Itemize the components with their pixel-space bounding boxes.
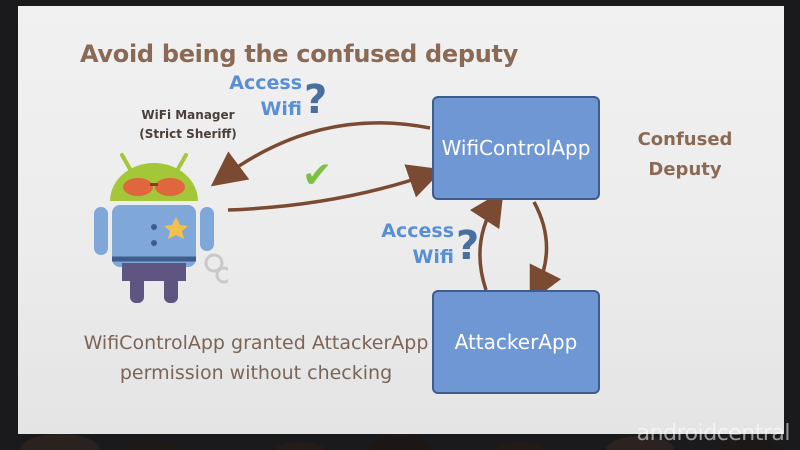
wifi-manager-label: WiFi Manager (Strict Sheriff) <box>118 106 258 144</box>
slide-caption: WifiControlApp granted AttackerApp permi… <box>66 328 446 388</box>
android-sheriff-icon <box>94 153 228 303</box>
access-wifi-top-label: Access Wifi ? <box>222 70 327 122</box>
slide-title: Avoid being the confused deputy <box>80 40 519 68</box>
audience-silhouette <box>20 434 780 450</box>
confused-line2: Deputy <box>648 159 722 180</box>
access-wifi-right-label: Access Wifi ? <box>372 218 479 270</box>
caption-line2: permission without checking <box>119 362 393 384</box>
androidcentral-watermark: androidcentral <box>636 421 791 446</box>
attackerapp-box: AttackerApp <box>432 290 600 394</box>
arrow-granted-to-wificontrol <box>227 164 444 212</box>
presentation-screen: Avoid being the confused deputy WiFi Man… <box>18 6 784 434</box>
arrow-wificontrol-to-attacker <box>529 201 562 303</box>
confused-deputy-label: Confused Deputy <box>630 125 740 185</box>
confused-line1: Confused <box>637 129 733 150</box>
question-mark-icon: ? <box>304 77 328 123</box>
wifi-manager-line2: (Strict Sheriff) <box>139 127 237 141</box>
wifi-manager-line1: WiFi Manager <box>141 108 235 122</box>
arrow-request-to-manager <box>210 121 431 187</box>
flow-arrows <box>210 121 562 303</box>
access-top-line2: Wifi <box>260 98 302 120</box>
access-top-line1: Access <box>229 72 302 94</box>
access-right-line1: Access <box>381 220 454 242</box>
wificontrolapp-box: WifiControlApp <box>432 96 600 200</box>
access-right-line2: Wifi <box>412 246 454 268</box>
question-mark-icon: ? <box>456 223 480 269</box>
caption-line1: WifiControlApp granted AttackerApp <box>83 332 429 354</box>
green-checkmark-icon: ✔ <box>302 155 333 196</box>
arrow-attacker-request <box>469 190 504 291</box>
